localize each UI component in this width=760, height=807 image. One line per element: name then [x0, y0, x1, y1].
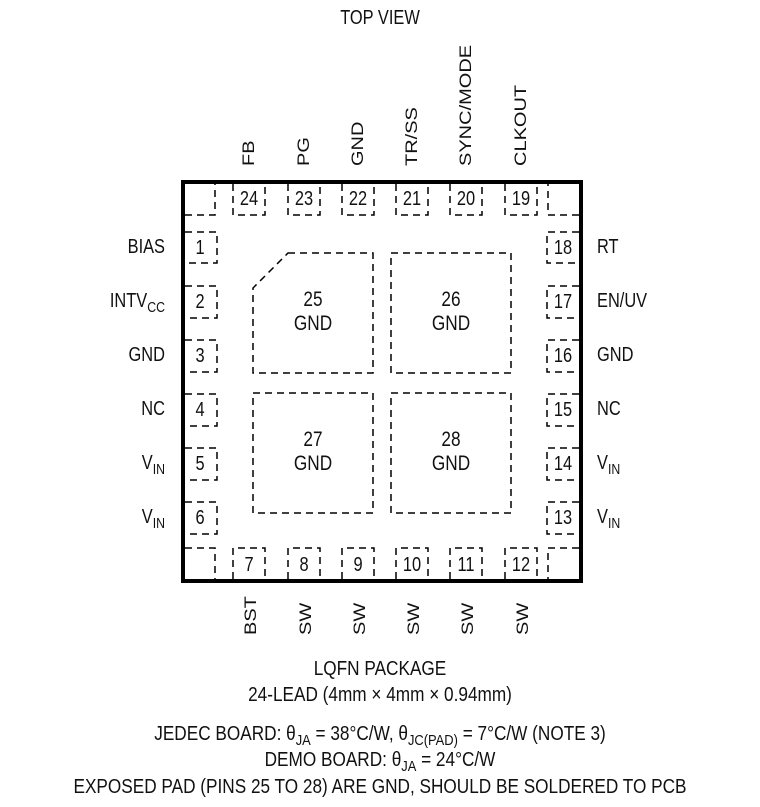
- exposed-pad-outline-28: [390, 392, 512, 514]
- pin-number-8: 8: [299, 554, 309, 576]
- pad-outline-7: [232, 547, 266, 579]
- exposed-pad-number: 25: [303, 288, 323, 311]
- pin-label-10: SW: [405, 602, 424, 635]
- pad-outline-17: [546, 285, 579, 319]
- pin-label-2: INTVCC: [109, 290, 165, 316]
- pin-label-21: TR/SS: [403, 107, 422, 166]
- pad-outline-20: [449, 184, 483, 216]
- pin-label-23: PG: [295, 137, 314, 166]
- pin-number-10: 10: [402, 554, 422, 576]
- pin-number-14: 14: [553, 453, 573, 475]
- pin-number-20: 20: [456, 188, 476, 210]
- exposed-pad-outline-25: [252, 252, 374, 374]
- pad-outline-1: [185, 231, 218, 264]
- pin-number-23: 23: [294, 188, 314, 210]
- pin-number-6: 6: [195, 507, 205, 529]
- pad-outline-21: [395, 184, 429, 216]
- pin-label-19: CLKOUT: [512, 84, 531, 166]
- pin-label-8: SW: [297, 602, 316, 635]
- pin-number-19: 19: [511, 188, 531, 210]
- pad-outline-10: [395, 547, 429, 579]
- pad-outline-19: [504, 184, 538, 216]
- pad-outline-11: [449, 547, 483, 579]
- pin-number-18: 18: [553, 237, 573, 259]
- pin-number-21: 21: [402, 188, 422, 210]
- pin-label-15: NC: [597, 398, 621, 420]
- pin-number-15: 15: [553, 399, 573, 421]
- pad-outline-14: [546, 447, 579, 481]
- pin-number-9: 9: [353, 554, 363, 576]
- pin-number-11: 11: [457, 554, 475, 576]
- pin-number-5: 5: [195, 453, 205, 475]
- pad-outline-13: [546, 501, 579, 535]
- exposed-pad-26: 26 GND: [402, 288, 500, 336]
- pin-label-11: SW: [459, 602, 478, 635]
- pad-outline-12: [504, 547, 538, 579]
- exposed-pad-28: 28 GND: [402, 428, 500, 476]
- pin-number-12: 12: [511, 554, 531, 576]
- pin-label-13: VIN: [597, 506, 621, 532]
- pad-outline-16: [546, 339, 579, 373]
- package-body-outline: [181, 180, 583, 583]
- package-dimensions: 24-LEAD (4mm × 4mm × 0.94mm): [248, 684, 512, 706]
- exposed-pad-outline-27: [252, 392, 374, 514]
- pad-outline-15: [546, 393, 579, 427]
- pin-number-17: 17: [553, 291, 573, 313]
- pad-outline-8: [287, 547, 321, 579]
- corner-pad-bottom-right: [547, 547, 579, 579]
- pin-number-16: 16: [553, 345, 573, 367]
- pin-label-1: BIAS: [127, 236, 165, 258]
- pin-label-6: VIN: [141, 506, 165, 532]
- pad-outline-24: [232, 184, 266, 216]
- pin-label-12: SW: [514, 602, 533, 635]
- exposed-pad-27: 27 GND: [264, 428, 362, 476]
- exposed-pad-number: 26: [441, 288, 461, 311]
- exposed-pad-number: 28: [441, 428, 461, 451]
- pin-label-4: NC: [141, 398, 165, 420]
- exposed-pad-note: EXPOSED PAD (PINS 25 TO 28) ARE GND, SHO…: [73, 776, 687, 798]
- exposed-pad-name: GND: [431, 452, 471, 475]
- exposed-pad-name: GND: [293, 312, 333, 335]
- pin-label-5: VIN: [141, 452, 165, 478]
- pin-label-24: FB: [240, 140, 259, 166]
- pin-number-2: 2: [195, 291, 205, 313]
- pin-label-7: BST: [242, 596, 261, 635]
- corner-pad-bottom-left: [185, 547, 216, 579]
- pin-number-13: 13: [553, 507, 573, 529]
- corner-pad-top-left: [185, 184, 216, 216]
- jedec-thermal-note: JEDEC BOARD: θJA = 38°C/W, θJC(PAD) = 7°…: [154, 723, 606, 749]
- pad-outline-3: [185, 339, 218, 373]
- exposed-pad-number: 27: [303, 428, 323, 451]
- pin-number-22: 22: [348, 188, 368, 210]
- exposed-pad-outline-26: [390, 252, 512, 374]
- pad-outline-23: [287, 184, 321, 216]
- pad-outline-18: [546, 231, 579, 264]
- diagram-title: TOP VIEW: [340, 7, 420, 29]
- package-name: LQFN PACKAGE: [313, 658, 447, 680]
- pin-number-24: 24: [239, 188, 259, 210]
- pin-label-3: GND: [128, 344, 165, 366]
- pin-number-7: 7: [244, 554, 254, 576]
- pin-label-9: SW: [351, 602, 370, 635]
- pad-outline-6: [185, 501, 218, 535]
- exposed-pad-25: 25 GND: [264, 288, 362, 336]
- pin-label-20: SYNC/MODE: [457, 44, 476, 166]
- exposed-pad-name: GND: [431, 312, 471, 335]
- pin-number-4: 4: [195, 399, 205, 421]
- pin-number-3: 3: [195, 345, 205, 367]
- pin-number-1: 1: [195, 237, 205, 259]
- pin-label-18: RT: [597, 236, 619, 258]
- pin-label-14: VIN: [597, 452, 621, 478]
- pad-outline-9: [341, 547, 375, 579]
- pad-outline-4: [185, 393, 218, 427]
- demo-thermal-note: DEMO BOARD: θJA = 24°C/W: [264, 749, 496, 775]
- corner-pad-top-right: [547, 184, 579, 216]
- exposed-pad-name: GND: [293, 452, 333, 475]
- pin-label-17: EN/UV: [597, 290, 648, 312]
- pin-label-16: GND: [597, 344, 634, 366]
- pad-outline-22: [341, 184, 375, 216]
- pad-outline-2: [185, 285, 218, 319]
- pad-outline-5: [185, 447, 218, 481]
- pin-label-22: GND: [349, 121, 368, 166]
